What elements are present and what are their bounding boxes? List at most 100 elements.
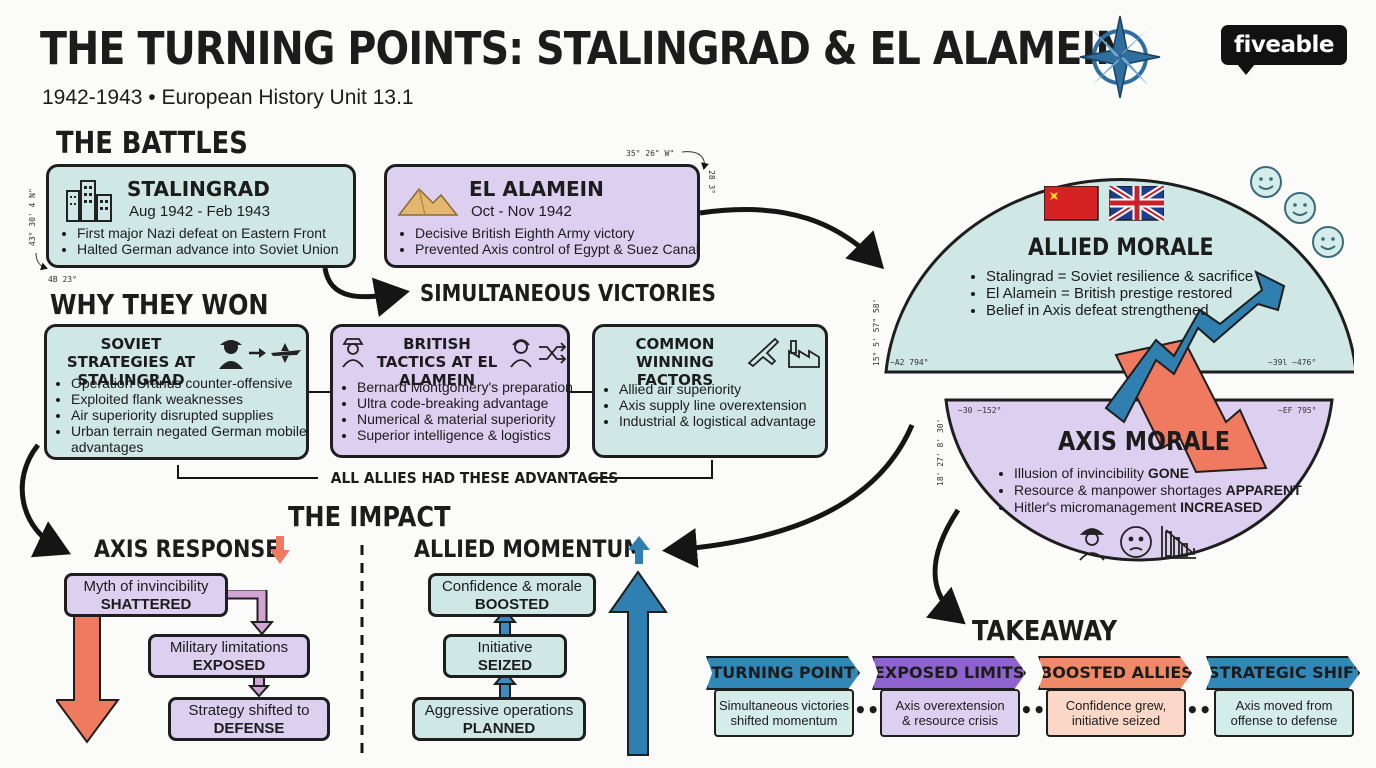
- allied-morale-point: El Alamein = British prestige restored: [986, 285, 1286, 302]
- takeaway-card-line: Confidence grew,: [1065, 698, 1167, 713]
- flags-icon: [1044, 186, 1164, 222]
- soviet-point: Air superiority disrupted supplies: [71, 407, 326, 423]
- allied-step-bold: BOOSTED: [474, 596, 550, 613]
- axis-morale-point-bold: GONE: [1147, 465, 1190, 481]
- allied-step-bold: PLANNED: [462, 720, 536, 737]
- coord-label: 18' 27' 8' 30': [936, 418, 945, 486]
- soviet-strategies-card: SOVIET STRATEGIES AT STALINGRAD Operatio…: [44, 324, 309, 460]
- axis-step-defense: Strategy shifted to DEFENSE: [168, 697, 330, 741]
- soldier-shuffle-icon: [510, 339, 567, 368]
- allied-step-bold: SEIZED: [477, 657, 533, 674]
- axis-morale-point-bold: APPARENT: [1225, 482, 1302, 498]
- axis-decline-arrow: [1114, 338, 1268, 474]
- coord-label: ~30 ~152°: [958, 406, 1002, 415]
- british-point: Bernard Montgomery's preparation: [357, 379, 591, 395]
- el-alamein-title: EL ALAMEIN: [469, 177, 604, 201]
- axis-step-shattered: Myth of invincibility SHATTERED: [64, 573, 228, 617]
- impact-heading: THE IMPACT: [288, 500, 451, 533]
- allied-morale-point: Stalingrad = Soviet resilience & sacrifi…: [986, 268, 1286, 285]
- british-tactics-title: BRITISH TACTICS AT EL ALAMEIN: [376, 335, 498, 389]
- axis-step-bold: SHATTERED: [100, 596, 192, 613]
- allied-step-text: Initiative: [477, 639, 533, 656]
- fiveable-logo[interactable]: fiveable: [1221, 25, 1347, 75]
- stalingrad-title: STALINGRAD: [127, 177, 270, 201]
- common-factors-card: COMMON WINNING FACTORS Allied air superi…: [592, 324, 828, 458]
- soviet-strategies-title: SOVIET STRATEGIES AT STALINGRAD: [66, 335, 196, 389]
- uk-flag-icon: [1108, 186, 1164, 222]
- takeaway-card-line: Axis overextension: [895, 698, 1005, 713]
- allied-step-text: Confidence & morale: [441, 578, 583, 595]
- city-buildings-icon: [66, 180, 112, 222]
- allied-morale-point: Belief in Axis defeat strengthened: [986, 302, 1286, 319]
- takeaway-card: Axis overextension& resource crisis: [880, 689, 1020, 737]
- british-tactics-card: BRITISH TACTICS AT EL ALAMEIN Bernard Mo…: [330, 324, 573, 458]
- axis-step-text: Strategy shifted to: [188, 702, 310, 719]
- why-they-won-heading: WHY THEY WON: [50, 288, 269, 321]
- stalingrad-point: First major Nazi defeat on Eastern Front: [77, 225, 377, 241]
- soviet-point: Urban terrain negated German mobile adva…: [71, 423, 326, 455]
- arrow-to-simultaneous: [322, 267, 410, 318]
- compass-rose-icon: [1079, 15, 1161, 99]
- blue-up-arrow-icon: [628, 536, 650, 564]
- allied-morale-title: ALLIED MORALE: [1028, 233, 1214, 261]
- el-alamein-point: Prevented Axis control of Egypt & Suez C…: [415, 241, 721, 257]
- allied-up-arrow: [608, 570, 668, 756]
- plane-factory-icon: [747, 337, 820, 368]
- coord-label: ~EF 795°: [1278, 406, 1317, 415]
- arrow-to-axis-response: [19, 443, 72, 558]
- allied-rise-arrow: [1104, 270, 1286, 424]
- red-down-arrow-icon: [270, 536, 290, 564]
- morale-diagram: [884, 178, 1354, 562]
- takeaway-ribbon: STRATEGIC SHIFT: [1206, 656, 1360, 690]
- axis-step-text: Military limitations: [169, 639, 289, 656]
- stalingrad-point: Halted German advance into Soviet Union: [77, 241, 377, 257]
- takeaway-ribbon: EXPOSED LIMITS: [872, 656, 1026, 690]
- takeaway-heading: TAKEAWAY: [972, 614, 1118, 647]
- el-alamein-point: Decisive British Eighth Army victory: [415, 225, 721, 241]
- axis-flow-arrows: [56, 590, 275, 744]
- axis-morale-point-text: Resource & manpower shortages: [1014, 482, 1226, 498]
- page-title: THE TURNING POINTS: STALINGRAD & EL ALAM…: [40, 22, 1128, 75]
- axis-morale-title: AXIS MORALE: [1058, 427, 1231, 457]
- arrow-to-allied-momentum: [662, 424, 915, 568]
- coord-label: 35° 26" W": [626, 149, 675, 158]
- axis-step-text: Myth of invincibility: [83, 578, 209, 595]
- allied-step-seized: Initiative SEIZED: [443, 634, 567, 678]
- axis-step-bold: DEFENSE: [213, 720, 285, 737]
- stalingrad-card: STALINGRAD Aug 1942 - Feb 1943 First maj…: [46, 164, 356, 268]
- helmet-soldier-icon: [1079, 528, 1105, 535]
- coord-label: 43° 30' 4 N": [28, 188, 37, 246]
- takeaway-ribbon: BOOSTED ALLIES: [1038, 656, 1192, 690]
- arrow-to-takeaway: [925, 508, 966, 625]
- worried-face-icon: [1120, 526, 1152, 558]
- common-point: Axis supply line overextension: [619, 397, 849, 413]
- takeaway-ribbon: TURNING POINT: [706, 656, 860, 690]
- takeaway-card-line: Axis moved from: [1235, 698, 1333, 713]
- battles-heading: THE BATTLES: [56, 126, 248, 161]
- common-point: Allied air superiority: [619, 381, 849, 397]
- coord-label: 15° 5' 57" 58': [872, 298, 881, 366]
- el-alamein-card: EL ALAMEIN Oct - Nov 1942 Decisive Briti…: [384, 164, 700, 268]
- soviet-point: Exploited flank weaknesses: [71, 391, 326, 407]
- soldier-plane-icon: [219, 340, 301, 369]
- allied-step-text: Aggressive operations: [424, 702, 574, 719]
- allied-morale-dome: [884, 178, 1354, 374]
- soviet-flag-icon: [1044, 186, 1099, 221]
- arrow-to-allied-morale: [699, 207, 885, 270]
- axis-morale-point: Hitler's micromanagement INCREASED: [1014, 499, 1324, 516]
- soviet-point: Operation Uranus counter-offensive: [71, 375, 326, 391]
- allied-step-boosted: Confidence & morale BOOSTED: [428, 573, 596, 617]
- fiveable-logo-text: fiveable: [1234, 32, 1334, 58]
- axis-morale-icons: [1079, 526, 1196, 561]
- axis-step-bold: EXPOSED: [192, 657, 266, 674]
- smiley-faces-icon: [1250, 166, 1344, 258]
- takeaway-card-line: shifted momentum: [730, 713, 838, 728]
- common-point: Industrial & logistical advantage: [619, 413, 849, 429]
- takeaway-card: Confidence grew,initiative seized: [1046, 689, 1186, 737]
- allied-momentum-heading: ALLIED MOMENTUM: [414, 535, 644, 563]
- coord-label: ~A2 794°: [890, 358, 929, 367]
- simultaneous-victories-label: SIMULTANEOUS VICTORIES: [420, 281, 716, 307]
